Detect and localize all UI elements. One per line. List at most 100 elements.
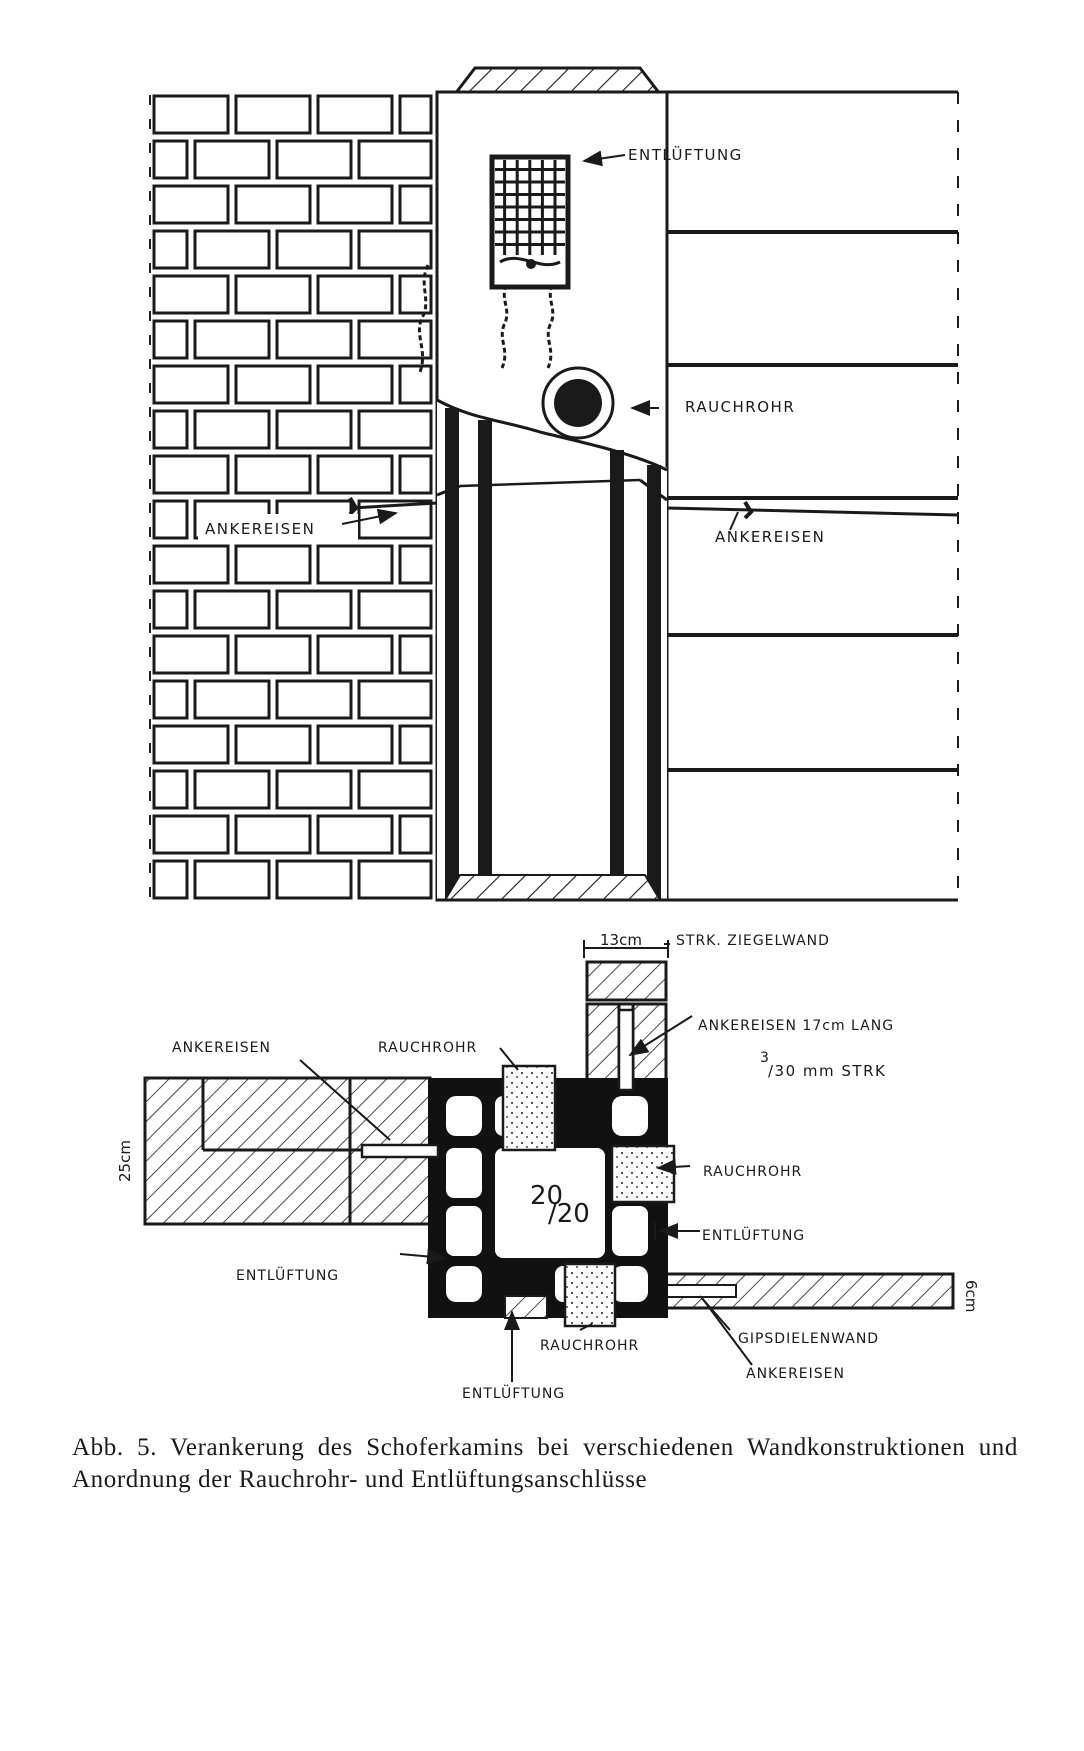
- chimney-block-section: [428, 1064, 676, 1328]
- brick: [398, 814, 433, 855]
- brick: [316, 184, 394, 225]
- label-rauchrohr-elevation: RAUCHROHR: [685, 398, 795, 416]
- brick: [316, 814, 394, 855]
- anchor-iron-left: [348, 496, 438, 516]
- brick: [152, 724, 230, 765]
- dim-13cm: 13cm: [600, 931, 642, 949]
- brick: [152, 859, 189, 900]
- brick: [234, 184, 312, 225]
- anchor-iron-plan-left: [360, 1143, 440, 1159]
- brick: [234, 634, 312, 675]
- brick: [152, 679, 189, 720]
- label-ankereisen-elevation-right: ANKEREISEN: [715, 528, 825, 546]
- brick: [234, 94, 312, 135]
- brick: [398, 634, 433, 675]
- chimney-cap: [451, 66, 664, 96]
- brick: [398, 364, 433, 405]
- brick: [152, 139, 189, 180]
- elevation-view: ENTLÜFTUNG RAUCHROHR ANKEREISEN ANKEREIS…: [149, 66, 959, 902]
- brick: [398, 184, 433, 225]
- brick: [234, 454, 312, 495]
- brick: [398, 544, 433, 585]
- anchor-iron-plan-top: [617, 1008, 635, 1092]
- brick: [357, 589, 433, 630]
- brick: [152, 769, 189, 810]
- brick: [152, 409, 189, 450]
- brick: [316, 364, 394, 405]
- dim-25cm: 25cm: [116, 1140, 134, 1182]
- brick: [234, 814, 312, 855]
- brick: [193, 229, 271, 270]
- brick: [152, 589, 189, 630]
- brick: [316, 634, 394, 675]
- brick: [234, 274, 312, 315]
- brick: [152, 454, 230, 495]
- brick: [275, 139, 353, 180]
- label-strk: /30 mm STRK: [768, 1062, 886, 1080]
- brick: [357, 409, 433, 450]
- brick-wall: [152, 94, 433, 900]
- plan-section-view: 13cm STRK. ZIEGELWAND ANKEREISEN RAUCHRO…: [116, 931, 980, 1402]
- brick: [357, 679, 433, 720]
- label-entlueftung-plan-bottom: ENTLÜFTUNG: [462, 1384, 565, 1402]
- central-flue: [495, 1148, 605, 1258]
- brick: [357, 319, 433, 360]
- flue-size-denominator: /20: [548, 1199, 590, 1229]
- brick: [357, 139, 433, 180]
- brick: [152, 184, 230, 225]
- brick-wall-section: [143, 1076, 432, 1226]
- brick: [275, 229, 353, 270]
- brick: [398, 454, 433, 495]
- gypsum-wall-section: [636, 1272, 955, 1310]
- brick: [275, 769, 353, 810]
- flue-size-numerator: 20: [530, 1181, 563, 1211]
- label-gipsdielenwand: GIPSDIELENWAND: [738, 1331, 879, 1347]
- brick: [193, 859, 271, 900]
- label-entlueftung-plan-right: ENTLÜFTUNG: [702, 1226, 805, 1244]
- brick: [316, 454, 394, 495]
- brick: [357, 499, 433, 540]
- brick: [316, 94, 394, 135]
- brick: [193, 679, 271, 720]
- label-ziegelwand: STRK. ZIEGELWAND: [676, 933, 830, 949]
- label-ankereisen-plan-bottom: ANKEREISEN: [746, 1366, 845, 1382]
- brick: [234, 724, 312, 765]
- brick: [275, 589, 353, 630]
- brick: [398, 94, 433, 135]
- brick: [398, 724, 433, 765]
- label-rauchrohr-plan-right: RAUCHROHR: [703, 1164, 802, 1180]
- anchor-iron-right: [666, 500, 959, 520]
- brick: [193, 769, 271, 810]
- brick: [357, 769, 433, 810]
- brick: [316, 544, 394, 585]
- brick: [398, 274, 433, 315]
- brick: [193, 319, 271, 360]
- label-ankereisen-17cm: ANKEREISEN 17cm LANG: [698, 1018, 894, 1034]
- brick: [152, 364, 230, 405]
- brick: [152, 814, 230, 855]
- smoke-pipe-opening: [541, 366, 615, 440]
- brick: [193, 139, 271, 180]
- brick: [316, 274, 394, 315]
- brick: [357, 229, 433, 270]
- brick: [152, 319, 189, 360]
- label-ankereisen-elevation-left: ANKEREISEN: [205, 520, 315, 538]
- brick: [357, 859, 433, 900]
- brick: [275, 859, 353, 900]
- brick: [275, 409, 353, 450]
- label-strk-superscript: 3: [760, 1050, 770, 1066]
- brick: [152, 229, 189, 270]
- brick: [275, 319, 353, 360]
- drywall-panel: [668, 90, 959, 902]
- brick: [152, 634, 230, 675]
- brick: [152, 544, 230, 585]
- label-entlueftung-plan-left: ENTLÜFTUNG: [236, 1266, 339, 1284]
- brick: [152, 499, 189, 540]
- dim-6cm: 6cm: [962, 1280, 980, 1312]
- brick: [234, 364, 312, 405]
- chimney-body: [435, 90, 669, 902]
- brick: [193, 409, 271, 450]
- brick: [234, 544, 312, 585]
- chain-hook: [417, 264, 430, 373]
